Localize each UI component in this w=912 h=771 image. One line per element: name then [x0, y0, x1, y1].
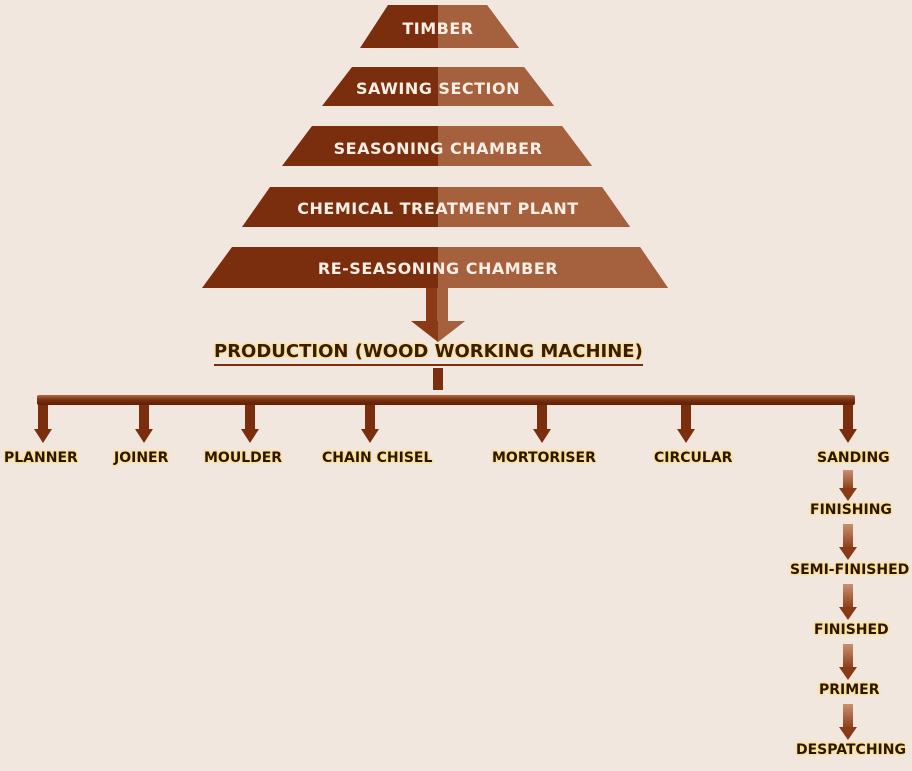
arrow-planner — [34, 405, 52, 443]
tier-re-seasoning-chamber: RE-SEASONING CHAMBER — [202, 247, 668, 288]
arrow-moulder — [241, 405, 259, 443]
production-title: PRODUCTION (WOOD WORKING MACHINE) — [214, 341, 643, 366]
arrow-circular — [677, 405, 695, 443]
machine-label-circular: CIRCULAR — [654, 450, 733, 466]
tier-label-seasoning-chamber: SEASONING CHAMBER — [334, 139, 543, 158]
tier-label-timber: TIMBER — [402, 19, 473, 38]
step-label-despatching: DESPATCHING — [796, 742, 906, 758]
distribution-bar — [37, 395, 855, 405]
finishing-arrows — [839, 470, 857, 740]
tier-sawing-section: SAWING SECTION — [322, 67, 554, 106]
machine-label-chain-chisel: CHAIN CHISEL — [322, 450, 433, 466]
timber-process-tiers: TIMBER SAWING SECTION SEASONING CHAMBER … — [202, 5, 668, 288]
arrow-to-despatching — [839, 704, 857, 740]
trunk-arrow — [411, 288, 465, 342]
arrow-mortoriser — [533, 405, 551, 443]
machine-arrows — [34, 405, 857, 443]
arrow-sanding — [839, 405, 857, 443]
machine-label-joiner: JOINER — [114, 450, 169, 466]
stem-to-bar — [433, 368, 443, 390]
tier-label-sawing-section: SAWING SECTION — [356, 79, 520, 98]
machine-label-planner: PLANNER — [4, 450, 78, 466]
arrow-to-finished — [839, 584, 857, 620]
step-label-primer: PRIMER — [819, 682, 880, 698]
tier-chemical-treatment-plant: CHEMICAL TREATMENT PLANT — [242, 187, 630, 227]
arrow-joiner — [135, 405, 153, 443]
machine-label-mortoriser: MORTORISER — [492, 450, 596, 466]
tier-timber: TIMBER — [360, 5, 519, 48]
machine-label-sanding: SANDING — [817, 450, 890, 466]
arrow-to-primer — [839, 644, 857, 680]
branch-connector — [37, 368, 855, 405]
arrow-chain-chisel — [361, 405, 379, 443]
machine-label-moulder: MOULDER — [204, 450, 283, 466]
tier-label-re-seasoning-chamber: RE-SEASONING CHAMBER — [318, 259, 558, 278]
step-label-finishing: FINISHING — [810, 502, 892, 518]
arrow-to-semi-finished — [839, 524, 857, 560]
arrow-to-finishing — [839, 470, 857, 501]
tier-label-chemical-treatment-plant: CHEMICAL TREATMENT PLANT — [297, 199, 578, 218]
step-label-finished: FINISHED — [814, 622, 889, 638]
tier-seasoning-chamber: SEASONING CHAMBER — [282, 126, 592, 166]
step-label-semi-finished: SEMI-FINISHED — [790, 562, 910, 578]
